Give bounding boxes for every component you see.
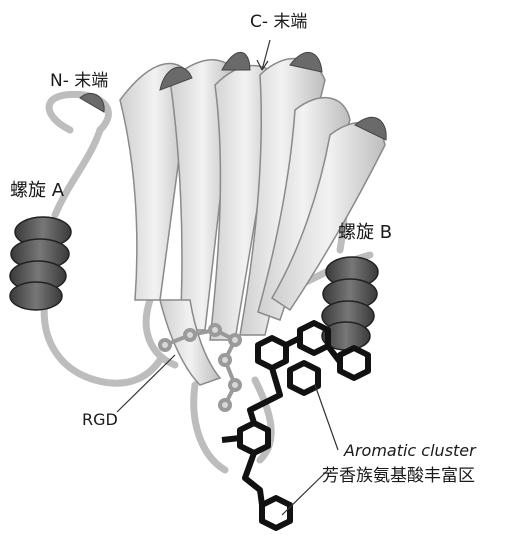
helix-a [9,216,72,311]
aromatic-bond [247,367,283,424]
helix-b-label: 螺旋 B [338,222,393,243]
rgd-atom [218,398,232,412]
aromatic-pointer-2 [281,469,329,516]
rgd-label: RGD [82,410,118,429]
beta-strand-1 [119,62,191,301]
helix-a-turn-4 [9,281,63,311]
rgd-motif [158,323,242,412]
beta-strand-7 [159,299,222,386]
aromatic-cluster [221,320,371,531]
aromatic-ring [237,420,271,456]
aromatic-cluster-label-zh: 芳香族氨基酸丰富区 [322,466,475,486]
loop-tip-n [79,93,105,113]
aromatic-ring [255,335,289,371]
aromatic-bond [284,335,302,348]
helix-b [321,256,379,351]
rgd-atom [208,323,222,337]
loop-tip-3 [289,52,323,73]
helix-a-label: 螺旋 A [10,180,65,201]
loop-bottom-right [251,376,275,464]
aromatic-ring [287,360,321,396]
rgd-atom [228,333,242,347]
n-terminus-label: N- 末端 [50,71,109,91]
loop-tip-4 [354,116,387,141]
c-terminus-label: C- 末端 [250,12,308,32]
aromatic-pointer-1 [314,384,339,451]
rgd-atom [158,338,172,352]
loop-from-helix-a [40,296,164,387]
aromatic-bond [242,451,265,506]
c-terminus-arrow [261,39,271,71]
rgd-atom [228,378,242,392]
loop-to-helix-a [51,126,104,219]
pointer-lines [116,39,339,516]
aromatic-bond [221,435,241,443]
loop-bottom-left [190,381,229,474]
aromatic-cluster-label-en: Aromatic cluster [344,441,476,460]
loop-tip-2 [221,51,251,71]
c-terminus-arrowhead [256,59,269,71]
rgd-atom [183,328,197,342]
beta-sheet [119,58,386,386]
aromatic-ring [337,345,371,381]
aromatic-ring [259,495,293,531]
loop-tip-1 [159,66,193,91]
rgd-atom [218,353,232,367]
loop-tips [79,51,387,141]
aromatic-bond [325,344,343,364]
rgd-pointer [116,354,176,413]
n-terminal-loop [45,90,112,134]
